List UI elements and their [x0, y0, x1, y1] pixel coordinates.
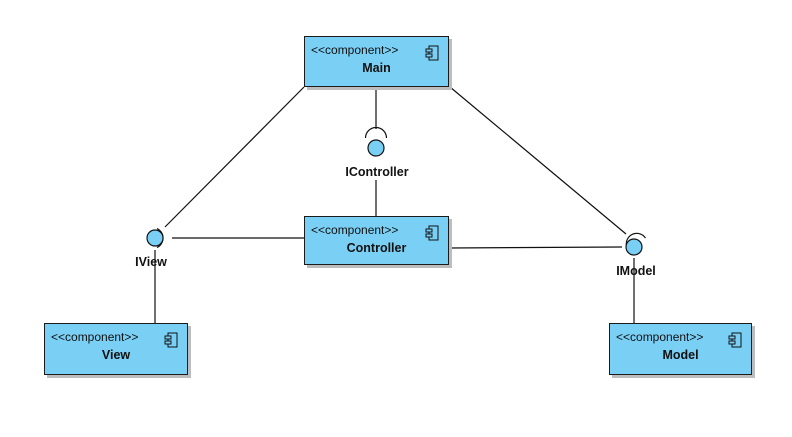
component-main-name: Main — [362, 61, 391, 75]
component-icon — [425, 225, 439, 241]
component-controller-name: Controller — [346, 241, 407, 255]
component-icon — [164, 332, 178, 348]
component-icon — [425, 45, 439, 61]
component-main-stereotype: <<component>> — [311, 43, 399, 57]
connector-controller-imodel — [448, 246, 623, 249]
component-view-stereotype: <<component>> — [51, 330, 139, 344]
component-view[interactable]: <<component>> View — [44, 323, 188, 375]
interface-icontroller-circle[interactable] — [367, 139, 385, 157]
connector-main-iview — [164, 86, 305, 228]
component-controller-stereotype: <<component>> — [311, 223, 399, 237]
interface-iview-circle[interactable] — [146, 229, 164, 247]
component-model-name: Model — [662, 348, 699, 362]
component-model[interactable]: <<component>> Model — [609, 323, 752, 375]
component-icon — [728, 332, 742, 348]
interface-icontroller-label: IController — [345, 165, 409, 179]
interface-imodel-label: IModel — [616, 264, 656, 278]
socket-imodel — [625, 232, 646, 247]
component-model-stereotype: <<component>> — [616, 330, 704, 344]
component-view-name: View — [101, 348, 131, 362]
interface-imodel-circle[interactable] — [625, 238, 643, 256]
component-controller[interactable]: <<component>> Controller — [304, 216, 449, 265]
interface-iview-label: IView — [135, 255, 167, 269]
socket-icontroller — [364, 126, 388, 139]
component-main[interactable]: <<component>> Main — [304, 36, 449, 87]
connector-main-imodel — [449, 86, 627, 235]
